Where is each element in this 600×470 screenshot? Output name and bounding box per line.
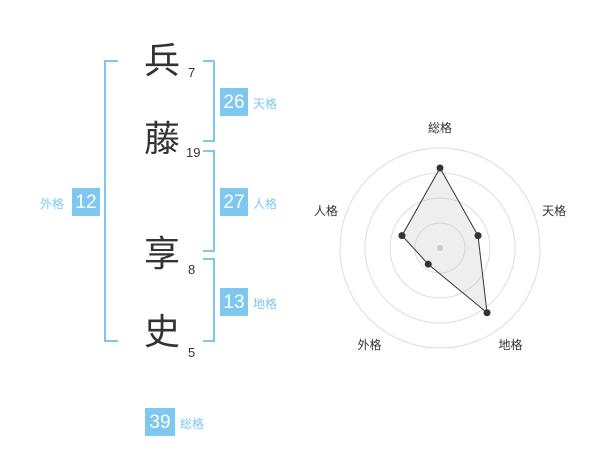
radar-axis-label-1: 総格 [428, 120, 452, 135]
chikaku-label: 地格 [253, 297, 278, 311]
gaikaku-label: 外格 [40, 197, 65, 211]
soukaku-value: 39 [145, 408, 175, 436]
radar-center-dot [437, 245, 443, 251]
soukaku-label: 総格 [180, 417, 205, 431]
name-char-4: 史 [144, 312, 181, 353]
jinkaku-label: 人格 [253, 197, 278, 211]
radar-axis-label-4: 外格 [357, 337, 381, 352]
name-char-2: 藤 [144, 119, 181, 160]
name-char-1: 兵 [144, 41, 181, 82]
radar-axis-label-5: 人格 [314, 203, 338, 218]
gaikaku-bracket [104, 60, 118, 342]
radar-series-polygon [401, 166, 488, 314]
radar-grid-ring [339, 147, 541, 349]
chikaku-bracket [203, 258, 215, 342]
radar-grid-ring [414, 222, 466, 274]
radar-point-1 [436, 164, 444, 172]
radar-grid-ring [389, 197, 491, 299]
tenkaku-label: 天格 [253, 97, 278, 111]
stroke-count-3: 8 [188, 262, 196, 277]
gaikaku-value: 12 [72, 188, 100, 216]
stroke-count-4: 5 [188, 345, 196, 360]
name-char-3: 享 [144, 234, 181, 275]
radar-grid-ring [364, 172, 516, 324]
tenkaku-value: 26 [220, 88, 248, 116]
radar-point-3 [483, 309, 491, 317]
radar-point-4 [424, 260, 432, 268]
stroke-count-1: 7 [188, 65, 196, 80]
stroke-count-2: 19 [186, 145, 201, 160]
chikaku-value: 13 [220, 288, 248, 316]
radar-axis-label-2: 天格 [542, 203, 566, 218]
radar-point-2 [474, 232, 482, 240]
jinkaku-bracket [203, 150, 215, 252]
jinkaku-value: 27 [220, 188, 248, 216]
radar-axis-label-3: 地格 [499, 337, 523, 352]
tenkaku-bracket [203, 60, 215, 142]
radar-point-5 [398, 232, 406, 240]
